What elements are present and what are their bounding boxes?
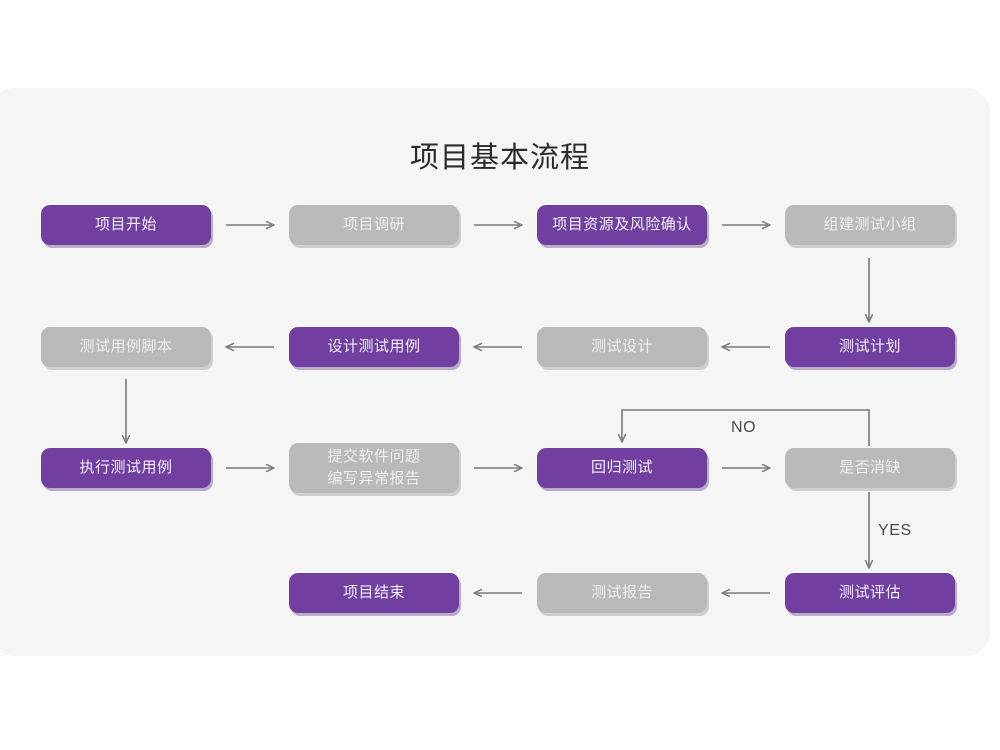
- page-title: 项目基本流程: [409, 140, 590, 174]
- flow-node-n5[interactable]: 测试计划: [785, 327, 955, 367]
- flow-node-n15[interactable]: 项目结束: [289, 573, 459, 613]
- flow-node-n12[interactable]: 是否消缺: [785, 448, 955, 488]
- edge-label-yes: YES: [878, 522, 912, 539]
- flow-node-n9[interactable]: 执行测试用例: [41, 448, 211, 488]
- flowchart-card: [0, 88, 990, 656]
- flow-node-n13[interactable]: 测试评估: [785, 573, 955, 613]
- flow-node-n1[interactable]: 项目开始: [41, 205, 211, 245]
- edge-label-no: NO: [731, 419, 757, 436]
- flow-node-n3[interactable]: 项目资源及风险确认: [537, 205, 707, 245]
- flow-node-n11[interactable]: 回归测试: [537, 448, 707, 488]
- flow-node-n14[interactable]: 测试报告: [537, 573, 707, 613]
- flow-node-n7[interactable]: 设计测试用例: [289, 327, 459, 367]
- flow-node-n6[interactable]: 测试设计: [537, 327, 707, 367]
- flow-node-n10[interactable]: 提交软件问题 编写异常报告: [289, 443, 459, 493]
- flow-node-n4[interactable]: 组建测试小组: [785, 205, 955, 245]
- flow-node-n2[interactable]: 项目调研: [289, 205, 459, 245]
- flow-node-n8[interactable]: 测试用例脚本: [41, 327, 211, 367]
